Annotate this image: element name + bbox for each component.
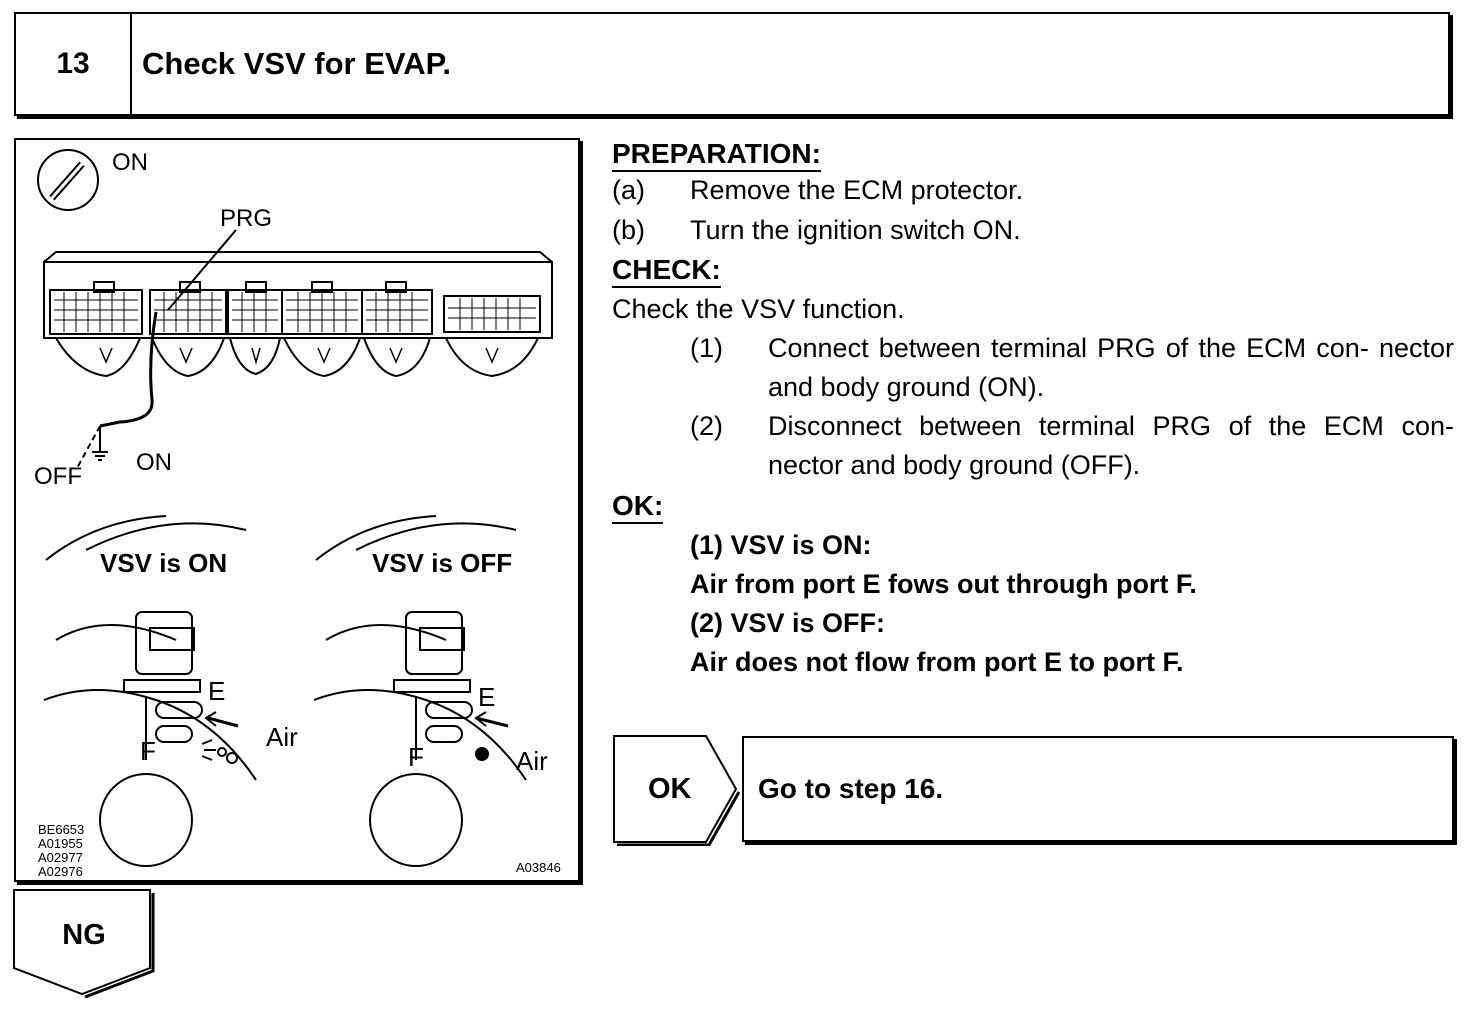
port-e-right-label: E — [478, 682, 495, 712]
check-item-1-marker: (1) — [690, 333, 723, 363]
vsv-on-drawing — [43, 515, 257, 867]
ok-result-action: Go to step 16. — [742, 736, 1454, 842]
ok-heading: OK: — [612, 490, 664, 524]
prep-item-a-text: Remove the ECM protector. — [690, 175, 1024, 205]
prep-item-b-text: Turn the ignition switch ON. — [690, 215, 1021, 245]
ok-line-1: (1) VSV is ON: — [690, 530, 872, 560]
check-item-2-marker: (2) — [690, 411, 723, 441]
ecm-connector — [43, 251, 553, 378]
switch-on-label: ON — [136, 449, 172, 476]
figure-code-4: A02976 — [38, 864, 83, 879]
vsv-off-drawing — [313, 515, 527, 867]
ok-line-3: (2) VSV is OFF: — [690, 608, 886, 638]
air-left-label: Air — [266, 722, 298, 752]
check-intro: Check the VSV function. — [612, 294, 905, 324]
figure-code-3: A02977 — [38, 850, 83, 865]
check-item-1-text: Connect between terminal PRG of the ECM … — [768, 333, 1454, 402]
port-e-left-label: E — [208, 676, 225, 706]
prg-terminal-label: PRG — [220, 205, 272, 232]
preparation-heading: PREPARATION: — [612, 138, 821, 172]
ignition-key-icon — [37, 149, 99, 211]
figure-code-2: A01955 — [38, 836, 83, 851]
check-heading: CHECK: — [612, 254, 721, 288]
figure-code-main: A03846 — [516, 860, 561, 875]
ok-line-4: Air does not flow from port E to port F. — [690, 647, 1184, 677]
step-number: 13 — [16, 14, 132, 114]
step-header: 13 Check VSV for EVAP. — [14, 12, 1450, 116]
illustration-drawing: ON PRG OFF ON VSV is ON VSV is OFF E F A… — [34, 149, 561, 879]
step-title: Check VSV for EVAP. — [142, 46, 451, 81]
ignition-on-label: ON — [112, 149, 148, 176]
vsv-check-illustration: ON PRG OFF ON VSV is ON VSV is OFF E F A… — [14, 138, 580, 882]
ng-arrow-shape — [13, 889, 155, 999]
switch-off-label: OFF — [34, 463, 82, 490]
prep-item-b-marker: (b) — [612, 215, 645, 245]
ok-arrow-shape — [613, 735, 740, 846]
port-f-right-label: F — [408, 742, 424, 772]
check-item-2-text: Disconnect between terminal PRG of the E… — [768, 411, 1454, 480]
figure-code-1: BE6653 — [38, 822, 84, 837]
port-f-left-label: F — [140, 736, 156, 766]
vsv-off-title: VSV is OFF — [372, 548, 512, 578]
ok-line-2: Air from port E fows out through port F. — [690, 569, 1197, 599]
air-right-label: Air — [516, 746, 548, 776]
ng-result-label: NG — [62, 918, 106, 951]
ok-result-label: OK — [648, 772, 692, 805]
prg-ground-wire — [75, 229, 237, 471]
vsv-on-title: VSV is ON — [100, 548, 227, 578]
prep-item-a-marker: (a) — [612, 175, 645, 205]
